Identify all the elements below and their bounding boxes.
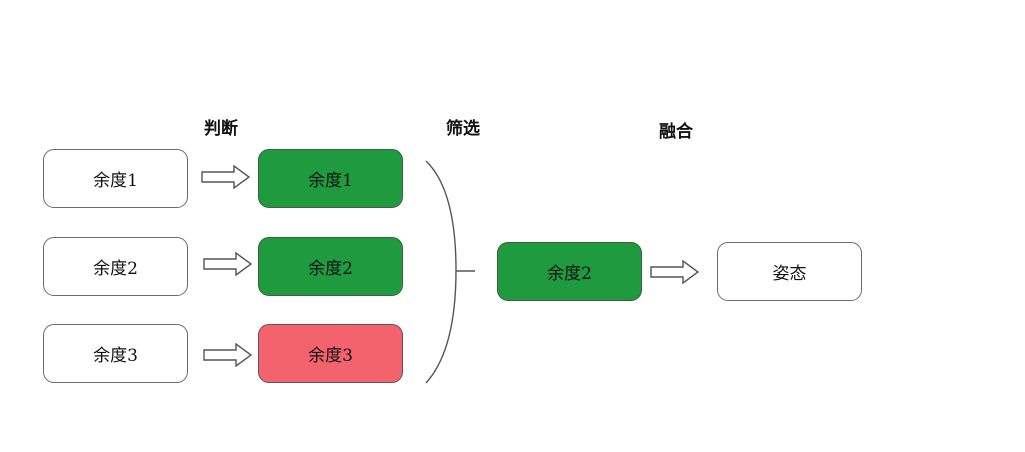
selected-box-label: 余度2	[547, 264, 592, 284]
output-box: 姿态	[717, 242, 862, 301]
arrow-right-icon	[201, 165, 250, 189]
judged-box-1: 余度1	[258, 149, 403, 208]
input-box-2: 余度2	[43, 237, 188, 296]
arrow-right-icon	[650, 260, 699, 284]
filter-brace-curve	[425, 160, 457, 384]
output-box-label: 姿态	[772, 264, 807, 284]
judged-box-2: 余度2	[258, 237, 403, 296]
judged-box-1-label: 余度1	[308, 171, 353, 191]
arrow-right-icon	[203, 252, 252, 276]
input-box-2-label: 余度2	[93, 259, 138, 279]
judged-box-2-label: 余度2	[308, 259, 353, 279]
judged-box-3-label: 余度3	[308, 346, 353, 366]
arrow-right-icon	[203, 343, 252, 367]
selected-box: 余度2	[497, 242, 642, 301]
input-box-3-label: 余度3	[93, 346, 138, 366]
input-box-3: 余度3	[43, 324, 188, 383]
judged-box-3: 余度3	[258, 324, 403, 383]
input-box-1: 余度1	[43, 149, 188, 208]
stage-label-fuse: 融合	[659, 122, 693, 142]
stage-label-judge: 判断	[204, 119, 238, 139]
input-box-1-label: 余度1	[93, 171, 138, 191]
stage-label-filter: 筛选	[446, 119, 480, 139]
